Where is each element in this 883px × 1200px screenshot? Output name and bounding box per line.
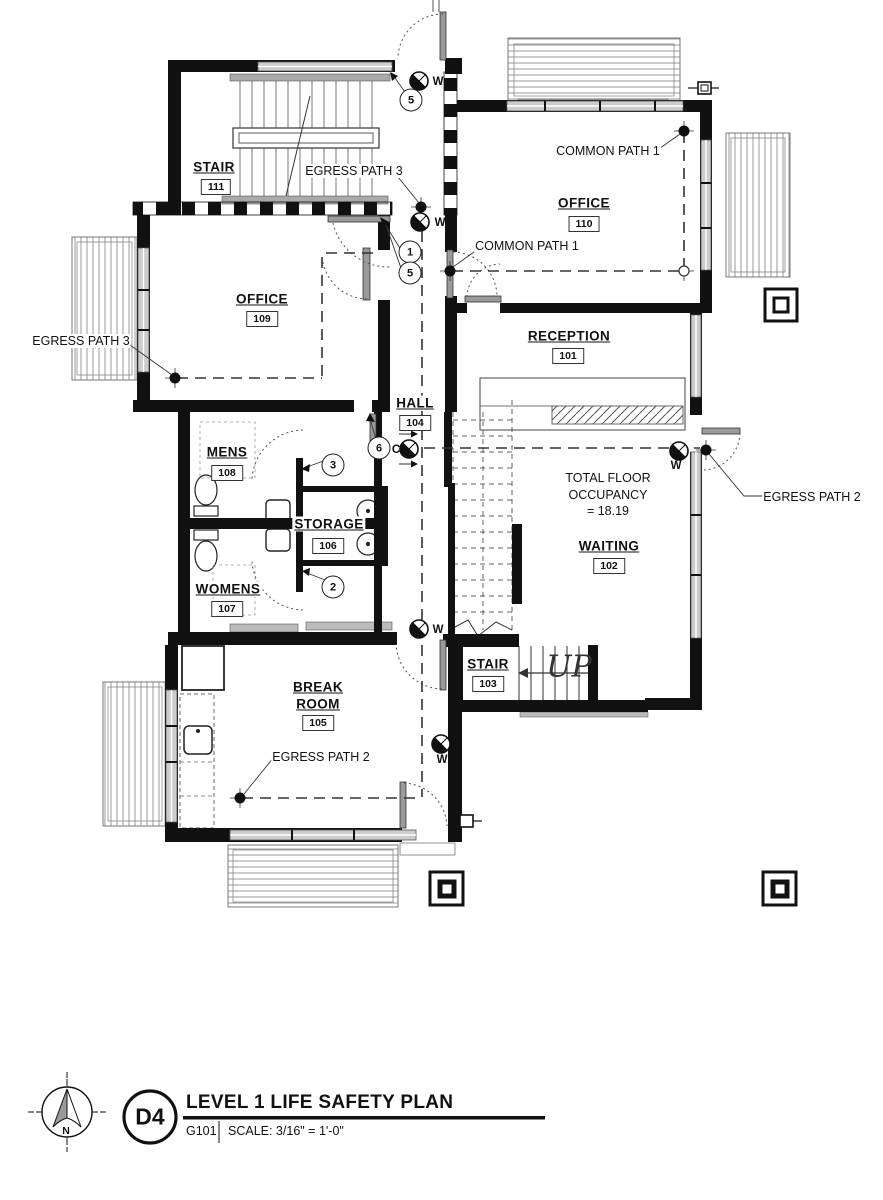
sheet-number: G101 xyxy=(186,1124,217,1138)
room-label-office-110: OFFICE xyxy=(556,195,612,211)
door-tag-3: 3 xyxy=(321,453,345,477)
open-node xyxy=(674,261,694,281)
room-number-105: 105 xyxy=(302,715,334,731)
exit-sign-w3-label: W xyxy=(670,460,682,472)
room-label-reception: RECEPTION xyxy=(525,328,613,344)
occupancy-line3: = 18.19 xyxy=(586,504,630,518)
exit-sign-w5-label: W xyxy=(436,754,448,766)
leader-arrowheads xyxy=(301,72,418,576)
room-number-111: 111 xyxy=(200,179,232,195)
room-number-109: 109 xyxy=(246,311,278,327)
reception-desk xyxy=(479,377,686,431)
exit-sign-w1-label: W xyxy=(432,76,444,88)
door-tag-5-top: 5 xyxy=(399,88,423,112)
checkered-walls xyxy=(132,71,458,216)
occupancy-line2: OCCUPANCY xyxy=(568,487,648,502)
windows xyxy=(137,61,712,841)
room-label-womens: WOMENS xyxy=(193,581,263,597)
room-number-104: 104 xyxy=(399,415,431,431)
room-label-storage: STORAGE xyxy=(292,516,366,532)
room-number-101: 101 xyxy=(552,348,584,364)
exit-sign-c-label: C xyxy=(391,444,401,456)
egress-path-2-label-break: EGRESS PATH 2 xyxy=(271,750,371,764)
exit-sign-w4-label: W xyxy=(432,624,444,636)
door-tag-5-mid: 5 xyxy=(398,261,422,285)
door-tag-1: 1 xyxy=(398,240,422,264)
room-number-103: 103 xyxy=(472,676,504,692)
room-number-107: 107 xyxy=(211,601,243,617)
egress-path-3-label-stair: EGRESS PATH 3 xyxy=(304,164,404,178)
occupancy-note: TOTAL FLOOR OCCUPANCY = 18.19 xyxy=(565,470,650,520)
room-number-106: 106 xyxy=(312,538,344,554)
room-label-mens: MENS xyxy=(204,444,250,460)
up-arrow xyxy=(518,668,594,678)
hose-bib-symbols xyxy=(459,81,719,828)
common-path-1-label-top: COMMON PATH 1 xyxy=(555,144,661,158)
room-label-hall: HALL xyxy=(394,395,436,411)
room-label-break-room: ROOM xyxy=(294,696,342,712)
egress-path-2-label-right: EGRESS PATH 2 xyxy=(762,490,862,504)
room-label-stair-103: STAIR xyxy=(465,656,511,672)
room-label-waiting: WAITING xyxy=(576,538,642,554)
plan-title: LEVEL 1 LIFE SAFETY PLAN xyxy=(186,1092,454,1113)
occupancy-line1: TOTAL FLOOR xyxy=(565,471,651,485)
room-label-break: BREAK xyxy=(290,679,346,695)
detail-id: D4 xyxy=(135,1103,165,1130)
north-label: N xyxy=(62,1125,70,1137)
room-number-110: 110 xyxy=(568,216,600,232)
exit-sign-w2-label: W xyxy=(434,217,446,229)
room-number-108: 108 xyxy=(211,465,243,481)
egress-paths xyxy=(177,133,700,799)
door-swings xyxy=(251,13,741,827)
path-endpoints xyxy=(164,120,717,809)
stair-111-landing xyxy=(232,95,380,197)
deck-hatches xyxy=(71,37,791,908)
detail-callout xyxy=(122,1089,545,1145)
common-path-1-label-mid: COMMON PATH 1 xyxy=(474,239,580,253)
room-label-office-109: OFFICE xyxy=(234,291,290,307)
room-number-102: 102 xyxy=(593,558,625,574)
up-label: UP xyxy=(546,649,592,685)
room-label-stair-111: STAIR xyxy=(191,159,237,175)
stair-103-dashed-above xyxy=(452,400,513,636)
north-arrow xyxy=(28,1072,106,1152)
column-symbols xyxy=(428,287,799,907)
egress-path-3-label-office: EGRESS PATH 3 xyxy=(31,334,131,348)
scale-note: SCALE: 3/16" = 1'-0" xyxy=(228,1124,344,1138)
kitchen-fixtures xyxy=(179,645,225,829)
door-tag-6: 6 xyxy=(367,436,391,460)
door-tag-2: 2 xyxy=(321,575,345,599)
